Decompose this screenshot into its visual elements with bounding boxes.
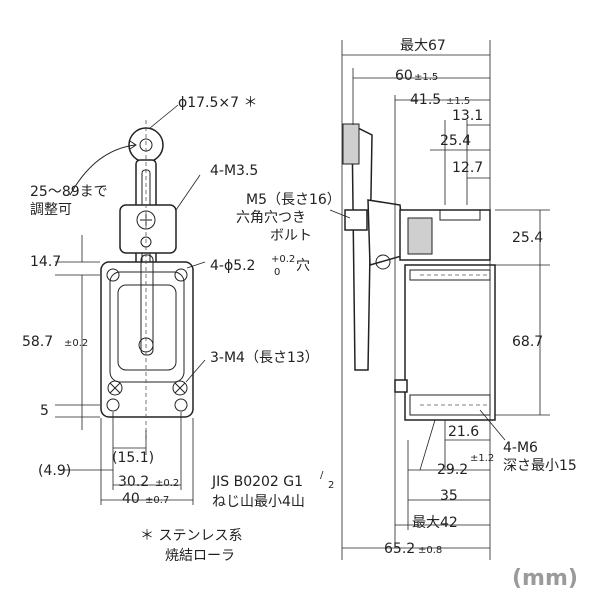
svg-text:29.2: 29.2 xyxy=(437,462,468,478)
svg-text:2: 2 xyxy=(328,480,334,491)
m5-bolt-type: 六角穴つき xyxy=(236,210,306,226)
note-roller: 焼結ローラ xyxy=(165,548,235,564)
svg-text:±1.2: ±1.2 xyxy=(470,453,494,464)
dim-68-7: 68.7 xyxy=(512,334,543,350)
side-view xyxy=(329,40,550,560)
dim-29-2: ±1.2 29.2 xyxy=(437,453,494,478)
side-roller xyxy=(342,123,360,165)
dim-13-1: 13.1 xyxy=(452,108,483,124)
hole-tol-upper: +0.2 xyxy=(271,254,295,265)
dim-60: 60 ±1.5 xyxy=(395,68,438,84)
svg-text:41.5: 41.5 xyxy=(410,92,441,108)
body-window xyxy=(109,271,185,383)
note-material: ＊ ステンレス系 xyxy=(140,528,242,544)
adjust-range-label: 25〜89まで xyxy=(30,184,108,200)
svg-text:58.7: 58.7 xyxy=(22,334,53,350)
svg-text:60: 60 xyxy=(395,68,413,84)
svg-text:±0.2: ±0.2 xyxy=(155,478,179,489)
mount-hole-bl xyxy=(106,398,120,412)
dim-25-4-right: 25.4 xyxy=(512,230,543,246)
dim-25-4-top: 25.4 xyxy=(440,133,471,149)
svg-text:40: 40 xyxy=(122,491,140,507)
m5-bolt-word: ボルト xyxy=(270,228,312,244)
m6-label: 4-M6 xyxy=(503,440,538,456)
m5-bolt-head xyxy=(344,209,368,231)
m4-screw-label: 3-M4（長さ13） xyxy=(210,350,319,366)
dim-5: 5 xyxy=(40,403,49,419)
side-body xyxy=(404,264,496,421)
svg-text:±0.2: ±0.2 xyxy=(64,338,88,349)
dim-12-7: 12.7 xyxy=(452,160,483,176)
svg-text:4-ϕ5.2: 4-ϕ5.2 xyxy=(210,258,255,274)
hole-label: 4-ϕ5.2 +0.2 0 穴 xyxy=(210,254,310,278)
m35-screw-label: 4-M3.5 xyxy=(210,163,258,179)
dim-41-5: 41.5 ±1.5 xyxy=(410,92,470,108)
svg-text:30.2: 30.2 xyxy=(118,474,149,490)
svg-text:±1.5: ±1.5 xyxy=(446,96,470,107)
front-view xyxy=(55,104,206,505)
lever-plate xyxy=(351,123,373,371)
hole-suffix: 穴 xyxy=(296,258,310,274)
dim-max67: 最大67 xyxy=(400,38,446,54)
m4-screw-right xyxy=(172,380,188,396)
dim-35: 35 xyxy=(440,488,458,504)
dim-15-1: (15.1) xyxy=(112,450,154,466)
dim-max42: 最大42 xyxy=(412,515,458,531)
dim-40: 40 ±0.7 xyxy=(122,491,169,507)
hole-tol-lower: 0 xyxy=(274,267,280,278)
svg-text:JIS B0202 G1: JIS B0202 G1 xyxy=(211,474,303,490)
m5-bolt-label: M5（長さ16） xyxy=(246,192,341,208)
svg-text:±0.8: ±0.8 xyxy=(418,545,442,556)
dim-14-7: 14.7 xyxy=(30,254,61,270)
svg-text:65.2: 65.2 xyxy=(384,541,415,557)
m6-depth-label: 深さ最小15 xyxy=(503,458,577,474)
dim-30-2: 30.2 ±0.2 xyxy=(118,474,179,490)
mount-hole-tl xyxy=(106,268,120,282)
jis-label: JIS B0202 G1 / 2 xyxy=(211,470,334,491)
dim-4-9: (4.9) xyxy=(38,463,71,479)
mount-hole-br xyxy=(174,398,188,412)
mount-hole-tr xyxy=(174,268,188,282)
dim-58-7: 58.7 ±0.2 xyxy=(22,334,88,350)
dim-65-2: 65.2 ±0.8 xyxy=(384,541,442,557)
svg-text:±1.5: ±1.5 xyxy=(414,72,438,83)
jis-thread-label: ねじ山最小4山 xyxy=(212,494,305,510)
svg-text:/: / xyxy=(320,470,324,481)
adjust-note-label: 調整可 xyxy=(30,202,72,218)
units-label: (mm) xyxy=(512,566,578,591)
roller-dimension: ϕ17.5×7 ＊ xyxy=(178,95,258,111)
m4-screw-left xyxy=(107,380,123,396)
svg-text:±0.7: ±0.7 xyxy=(145,495,169,506)
dim-21-6: 21.6 xyxy=(448,424,479,440)
switch-body xyxy=(100,261,194,418)
